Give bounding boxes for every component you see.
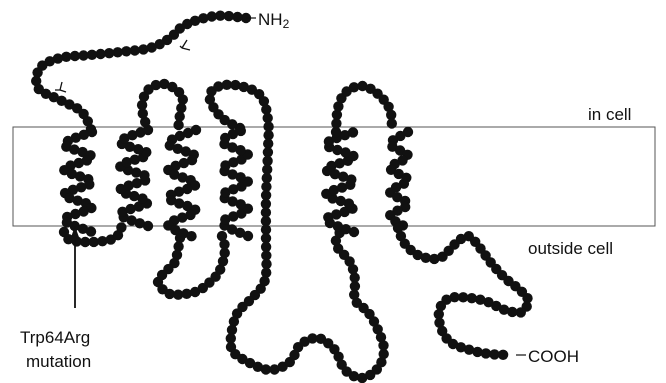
outside-cell-label: outside cell: [528, 239, 613, 258]
mutation-label-line2: mutation: [26, 352, 91, 371]
glycosylation-site-icon: [55, 82, 66, 92]
n-terminus-label: NH2: [258, 10, 290, 31]
mutation-label-line1: Trp64Arg: [20, 328, 90, 347]
intracellular-loop-3: [387, 118, 397, 128]
glycosylation-site-icon: [180, 40, 190, 50]
c-terminus-label: COOH: [528, 347, 579, 366]
intracellular-loop-1: [116, 222, 126, 232]
mutation-pointer: [70, 226, 80, 308]
in-cell-label: in cell: [588, 105, 631, 124]
helix-1: [86, 226, 96, 236]
intracellular-loop-2: [217, 231, 227, 241]
helix-5: [348, 127, 358, 137]
extracellular-loop-1: [173, 120, 183, 130]
helix-3: [186, 231, 196, 241]
polypeptide-chain: [31, 11, 533, 383]
extracellular-loop-3: [498, 350, 508, 360]
